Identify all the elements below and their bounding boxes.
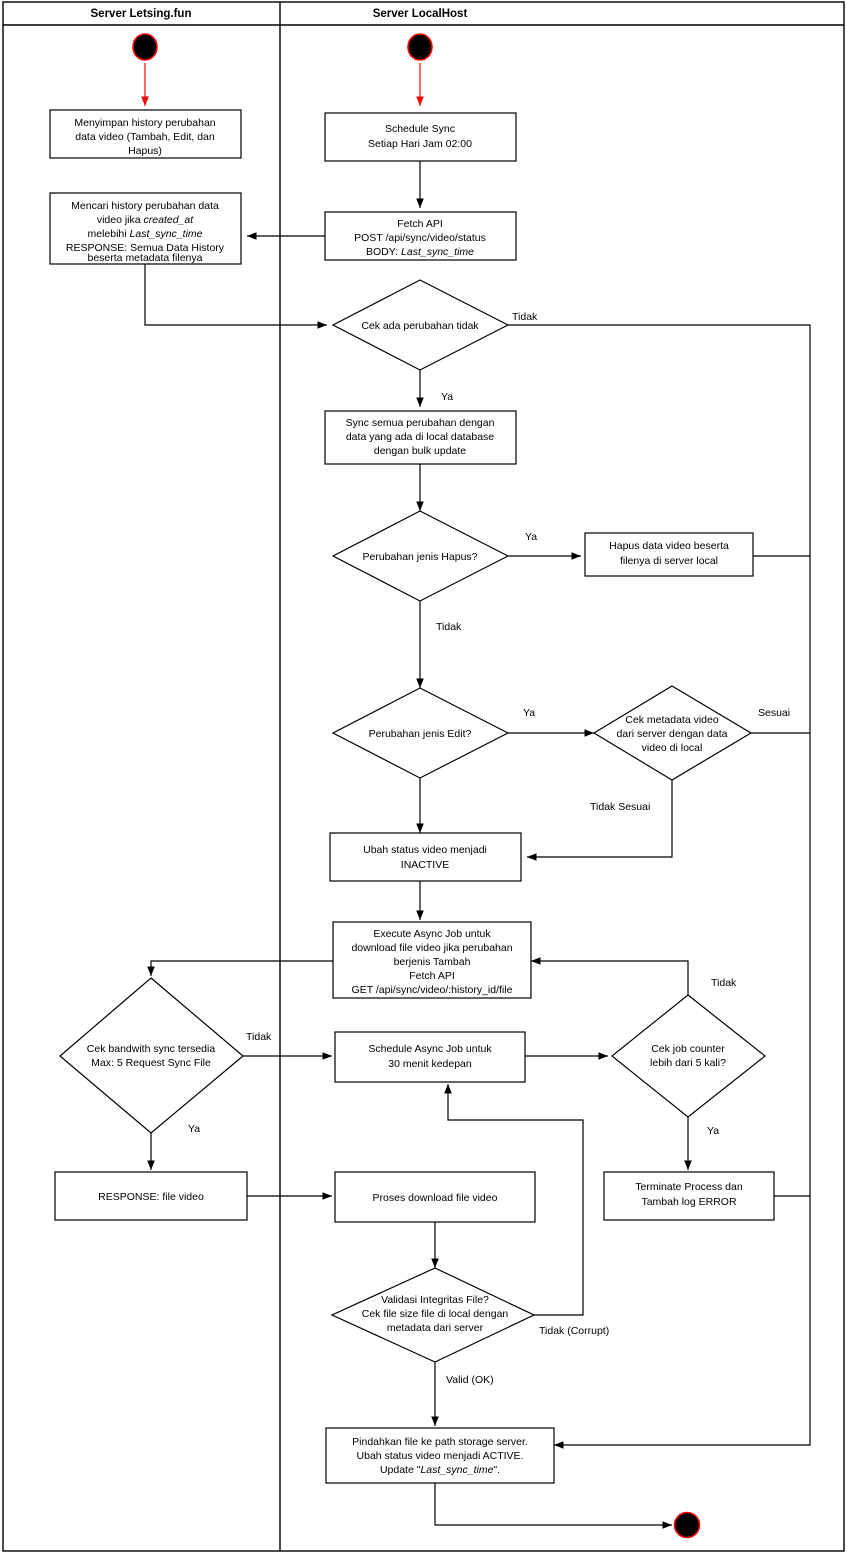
edge-metadata-tidaksesuai [527,780,673,861]
node-validasi-integritas-file[interactable]: Validasi Integritas File? Cek file size … [330,1267,536,1363]
node-line: Menyimpan history perubahan [74,117,215,129]
node-execute-async-job[interactable]: Execute Async Job untuk download file vi… [332,921,532,999]
edge-label-valid-ok: Valid (OK) [446,1374,494,1386]
edge-pindahkan-to-end [434,1483,672,1529]
node-cek-metadata-video[interactable]: Cek metadata video dari server dengan da… [592,685,753,781]
node-line: Setiap Hari Jam 02:00 [368,138,472,150]
node-line: data video (Tambah, Edit, dan [75,131,215,143]
node-line: Update "Last_sync_time". [380,1464,500,1476]
edge-label-ya-bandwith: Ya [188,1123,200,1135]
node-line: Schedule Sync [385,123,455,135]
edge-label-tidak-bandwith: Tidak [246,1031,272,1043]
node-sync-bulk-update[interactable]: Sync semua perubahan dengan data yang ad… [324,410,517,465]
edge-label-tidak-corrupt: Tidak (Corrupt) [539,1325,609,1337]
node-hapus-data-video[interactable]: Hapus data video beserta filenya di serv… [584,532,754,577]
node-line: beserta metadata filenya [88,252,203,264]
node-schedule-sync[interactable]: Schedule Sync Setiap Hari Jam 02:00 [324,112,517,162]
node-line: INACTIVE [401,859,449,871]
node-line: RESPONSE: file video [98,1191,204,1203]
node-line: filenya di server local [620,555,718,567]
node-line: Ubah status video menjadi ACTIVE. [357,1450,524,1462]
node-cek-job-counter[interactable]: Cek job counter lebih dari 5 kali? [611,994,766,1118]
node-line: Cek file size file di local dengan [362,1308,509,1320]
node-perubahan-jenis-edit[interactable]: Perubahan jenis Edit? [331,687,510,779]
node-line: Terminate Process dan [635,1181,743,1193]
edge-label-ya-hapus: Ya [525,531,537,543]
edge-label-tidak-sesuai: Tidak Sesuai [590,801,650,813]
node-line: data yang ada di local database [346,431,494,443]
node-menyimpan-history[interactable]: Menyimpan history perubahan data video (… [49,109,242,159]
node-line: POST /api/sync/video/status [354,232,486,244]
edge-label-ya-perubahan: Ya [441,391,453,403]
node-schedule-async-job[interactable]: Schedule Async Job untuk 30 menit kedepa… [334,1031,526,1083]
lane-title-left: Server Letsing.fun [91,8,192,20]
node-line: Validasi Integritas File? [381,1294,489,1306]
edge-label-ya-counter: Ya [707,1125,719,1137]
edge-label-sesuai: Sesuai [758,707,790,719]
edge-label-tidak-counter: Tidak [711,977,737,989]
node-line: 30 menit kedepan [388,1058,472,1070]
node-line: RESPONSE: Semua Data History [66,242,225,254]
node-line: dari server dengan data [617,728,728,740]
node-terminate-process[interactable]: Terminate Process dan Tambah log ERROR [603,1171,775,1221]
node-line: Perubahan jenis Edit? [369,728,472,740]
node-proses-download[interactable]: Proses download file video [334,1171,536,1223]
end-node [673,1511,701,1539]
node-line: Schedule Async Job untuk [368,1043,492,1055]
edge-cek-tidak [508,324,811,1449]
node-line: Hapus) [128,145,162,157]
connectors [141,63,811,1529]
node-line: dengan bulk update [374,445,466,457]
start-node-left [132,33,158,61]
edge-counter-tidak [531,957,689,995]
node-line: Max: 5 Request Sync File [91,1057,211,1069]
node-line: Ubah status video menjadi [363,844,487,856]
node-line: Sync semua perubahan dengan [346,417,495,429]
node-line: Fetch API [397,218,443,230]
node-line: Pindahkan file ke path storage server. [352,1436,528,1448]
node-line: Mencari history perubahan data [71,200,219,212]
node-line: Cek job counter [651,1043,725,1055]
node-line: Cek bandwith sync tersedia [87,1043,216,1055]
node-cek-ada-perubahan[interactable]: Cek ada perubahan tidak [331,279,510,371]
node-line: video jika created_at [97,214,194,226]
node-line: Execute Async Job untuk [373,928,491,940]
node-line: melebihi Last_sync_time [88,228,203,240]
edge-label-ya-edit: Ya [523,707,535,719]
node-line: Fetch API [409,970,455,982]
node-line: Hapus data video beserta [609,540,729,552]
node-line: lebih dari 5 kali? [650,1057,726,1069]
lane-title-right: Server LocalHost [373,8,468,20]
node-fetch-api[interactable]: Fetch API POST /api/sync/video/status BO… [324,211,517,261]
edge-validasi-corrupt [444,1084,584,1316]
node-line: berjenis Tambah [394,956,471,968]
edge-label-tidak-perubahan: Tidak [512,311,538,323]
edge-labels: Tidak Ya Ya Tidak Ya Sesuai Tidak Sesuai… [188,311,790,1386]
node-pindahkan-file[interactable]: Pindahkan file ke path storage server. U… [325,1427,555,1484]
node-line: Cek metadata video [625,714,719,726]
node-response-file-video[interactable]: RESPONSE: file video [54,1171,248,1221]
node-line: Proses download file video [373,1192,498,1204]
node-line: Cek ada perubahan tidak [361,320,479,332]
node-mencari-history[interactable]: Mencari history perubahan data video jik… [49,192,242,265]
node-line: metadata dari server [387,1322,484,1334]
node-perubahan-jenis-hapus[interactable]: Perubahan jenis Hapus? [331,510,510,602]
start-node-right [407,33,433,61]
edge-label-tidak-hapus: Tidak [436,621,462,633]
node-line: video di local [642,742,703,754]
edge-execute-to-bandwith [147,960,336,976]
node-line: GET /api/sync/video/:history_id/file [352,984,513,996]
edge-mencari-to-cek [144,264,327,329]
node-cek-bandwith-sync[interactable]: Cek bandwith sync tersedia Max: 5 Reques… [59,977,244,1134]
node-line: download file video jika perubahan [351,942,512,954]
node-line: Perubahan jenis Hapus? [363,551,478,563]
node-line: Tambah log ERROR [641,1196,737,1208]
node-line: BODY: Last_sync_time [366,246,474,258]
node-ubah-status-inactive[interactable]: Ubah status video menjadi INACTIVE [329,832,522,882]
